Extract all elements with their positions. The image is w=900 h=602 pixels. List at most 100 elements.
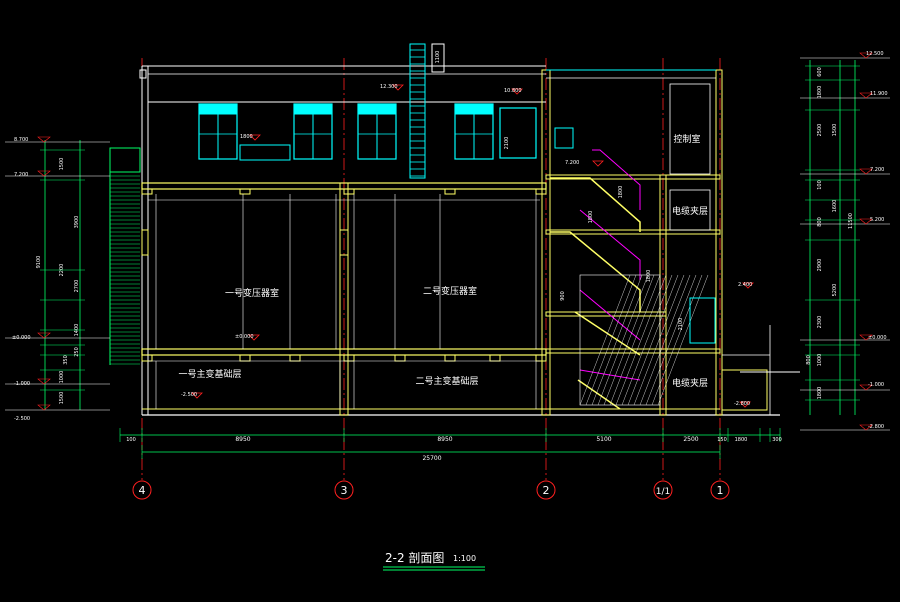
stair-rail-3 — [579, 289, 641, 341]
right-dim-0: 600 — [817, 67, 823, 77]
hatch-10 — [639, 274, 691, 406]
inner-dim-4: 1800 — [646, 270, 652, 283]
inner-elev-marker-3 — [248, 334, 260, 341]
right-dim-4: 100 — [817, 180, 823, 190]
hatch-0 — [579, 274, 631, 406]
dim-bottom-0: 100 — [126, 437, 136, 443]
dim-bottom-2: 8950 — [437, 436, 452, 443]
hatch-1 — [585, 274, 637, 406]
room-label-base-1: 一号主变基础层 — [178, 368, 241, 380]
dim-bottom-4: 2500 — [683, 436, 698, 443]
inner-elev-2: 1800 — [240, 134, 253, 140]
inner-elev-marker-5 — [592, 160, 604, 167]
beam-lower-5 — [444, 354, 456, 362]
inner-dim-2: 1800 — [618, 186, 624, 199]
column-axis-3 — [339, 182, 349, 416]
right-dim-5: 1600 — [832, 200, 838, 213]
beam-lower-0 — [141, 354, 153, 362]
right-dim-11: 800 — [806, 355, 812, 365]
upper-window-head-3 — [454, 103, 494, 115]
beam-lower-2 — [289, 354, 301, 362]
beam-upper-4 — [535, 188, 547, 195]
left-dim-3: 2700 — [74, 280, 80, 293]
hatch-12 — [651, 274, 703, 406]
right-elev-6: -2.800 — [868, 424, 884, 430]
right-dim-12: 1000 — [817, 354, 823, 367]
hatch-5 — [609, 274, 661, 406]
column-bracket-left — [141, 229, 149, 256]
left-dim-4: 1400 — [74, 324, 80, 337]
inner-elev-4: -2.500 — [181, 392, 197, 398]
room-label-transformer-1: 一号变压器室 — [225, 287, 279, 299]
slab-right-3 — [545, 311, 667, 317]
inner-elev-marker-4 — [191, 392, 203, 399]
inner-elev-6: 2.400 — [738, 282, 752, 288]
beam-lower-1 — [239, 354, 251, 362]
axis-label-3: 3 — [341, 484, 348, 497]
room-label-base-2: 二号主变基础层 — [415, 375, 478, 387]
upper-window-head-1 — [293, 103, 333, 115]
inner-elev-marker-0 — [392, 84, 404, 91]
left-dim-7: 1000 — [59, 371, 65, 384]
right-window — [689, 297, 716, 344]
column-bracket-mid — [339, 229, 349, 256]
inner-elev-7: -2.800 — [734, 401, 750, 407]
hatch-11 — [645, 274, 697, 406]
roof-corner-block-left — [139, 69, 147, 79]
left-elev-2: ±0.000 — [12, 335, 31, 341]
left-elev-marker-lt3 — [37, 378, 51, 385]
beam-upper-2 — [343, 188, 355, 195]
slab-right-4 — [545, 348, 721, 354]
right-elev-marker-rt1 — [859, 92, 873, 99]
beam-lower-3 — [343, 354, 355, 362]
beam-lower-4 — [394, 354, 406, 362]
right-dim-8: 11500 — [848, 213, 854, 229]
axis-bubble-4: 4 — [132, 480, 152, 500]
hatch-13 — [657, 274, 709, 406]
left-stair-rail-top — [109, 147, 141, 173]
inner-dim-1: 2100 — [504, 137, 510, 150]
inner-elev-marker-2 — [249, 134, 261, 141]
right-base-box — [721, 369, 768, 411]
left-elev-marker-lt1 — [37, 170, 51, 177]
control-room-frame — [669, 83, 711, 175]
ladder-rails — [409, 43, 426, 179]
dim-bottom-total: 25700 — [422, 455, 441, 462]
stair-rail-2 — [579, 209, 641, 280]
right-elev-0: 12.500 — [866, 51, 884, 57]
right-dim-3: 1500 — [832, 124, 838, 137]
right-elev-4: ±0.000 — [868, 335, 887, 341]
right-elev-marker-rt5 — [859, 384, 873, 391]
inner-dim-6: 2100 — [678, 318, 684, 331]
beam-lower-7 — [535, 354, 547, 362]
inner-elev-1: 10.800 — [504, 88, 522, 94]
right-elev-marker-rt3 — [859, 218, 873, 225]
axis-label-4: 4 — [139, 484, 146, 497]
right-elev-1: 11.900 — [870, 91, 888, 97]
right-dim-6: 800 — [817, 217, 823, 227]
axis-bubble-3: 3 — [334, 480, 354, 500]
right-dim-10: 2300 — [817, 316, 823, 329]
vent-stack — [431, 43, 445, 73]
axis-label-1-1: 1/1 — [656, 487, 670, 497]
right-dim-13: 1800 — [817, 387, 823, 400]
left-elev-marker-lt2 — [37, 332, 51, 339]
left-elev-marker-lt0 — [37, 136, 51, 143]
axis-label-1: 1 — [717, 484, 724, 497]
drawing-scale: 1:100 — [453, 554, 476, 563]
inner-elev-marker-1 — [511, 88, 523, 95]
inner-dim-0: 1100 — [435, 51, 441, 64]
stair-rail-1 — [592, 149, 641, 210]
dim-bottom-5: 150 — [717, 437, 727, 443]
right-elev-marker-rt2 — [859, 168, 873, 175]
right-elev-2: 7.200 — [870, 167, 884, 173]
hatch-6 — [615, 274, 667, 406]
hatch-3 — [597, 274, 649, 406]
drawing-labels: 一号变压器室 二号变压器室 一号主变基础层 二号主变基础层 控制室 电缆夹层 电… — [12, 51, 888, 565]
left-elev-0: 8.700 — [14, 137, 28, 143]
beam-lower-6 — [489, 354, 501, 362]
beam-upper-0 — [141, 188, 153, 195]
hatch-7 — [621, 274, 673, 406]
inner-elev-marker-7 — [739, 401, 751, 408]
